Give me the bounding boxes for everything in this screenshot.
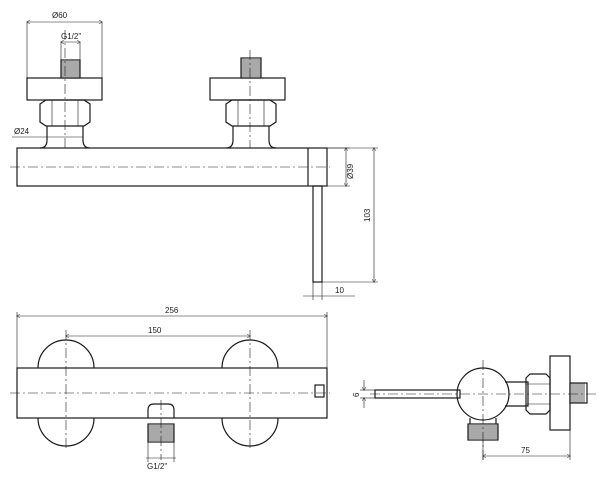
right-escutcheon [209,77,286,101]
dim-center-distance: 150 [148,326,162,335]
side-escutcheon [549,355,571,431]
left-hex-nut [39,99,91,127]
dim-overall-length: 256 [165,306,179,315]
lever-end [314,384,325,398]
dim-top-thread: G1/2" [61,32,81,41]
dim-pipe-diameter: Ø24 [14,127,30,136]
right-thread-stub [240,57,262,79]
dim-bottom-thread: G1/2" [147,462,167,471]
right-hex-nut [225,99,277,127]
dim-lever-offset: 10 [335,286,344,295]
dim-depth: 75 [521,446,530,455]
dim-total-height: 103 [363,208,372,222]
dim-top-diameter: Ø60 [52,11,68,20]
top-view: 256 150 G1/2" [10,306,330,471]
side-view: 6 75 [352,355,596,462]
front-view: Ø60 G1/2" Ø24 Ø39 103 10 [10,11,378,300]
left-thread-stub [60,59,81,79]
dim-body-diameter: Ø39 [346,163,355,179]
right-pipe [225,126,277,149]
dim-lever-thickness: 6 [352,392,361,397]
lever [312,185,323,283]
side-thread-stub [569,382,588,404]
bottom-thread-stub [147,423,175,443]
left-escutcheon [26,77,103,101]
